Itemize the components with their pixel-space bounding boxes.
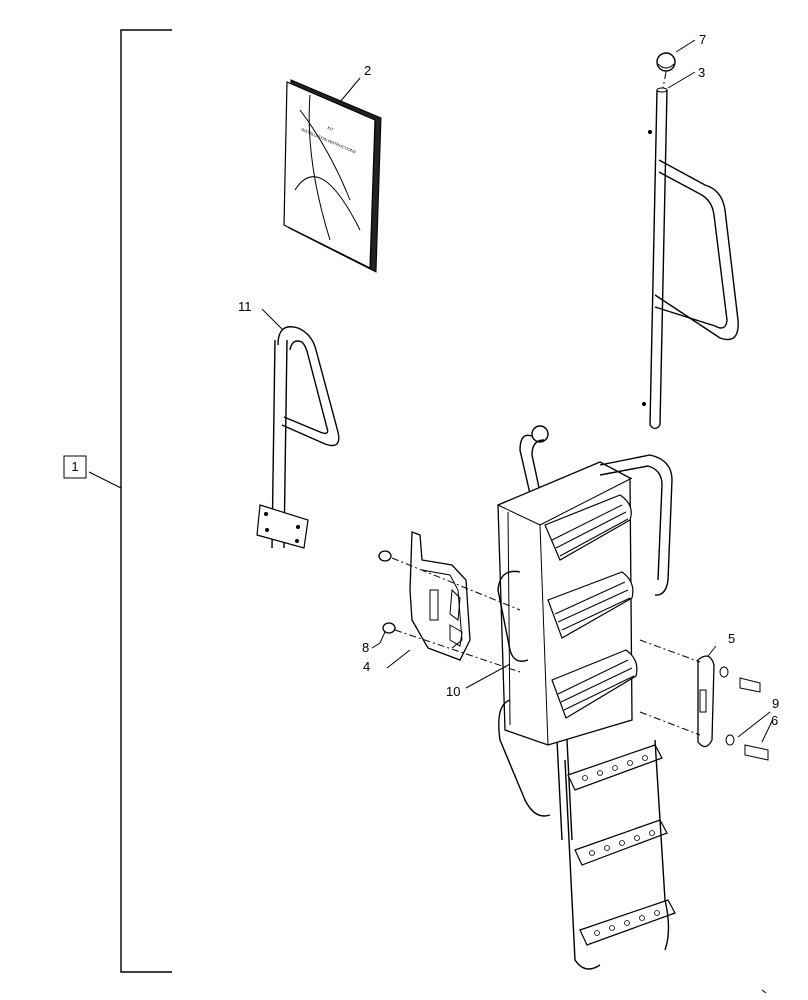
callout-5: 5 bbox=[728, 631, 735, 646]
ladder-assembly bbox=[497, 425, 676, 970]
callout-3: 3 bbox=[698, 65, 705, 80]
alignment-lines bbox=[391, 71, 701, 736]
mounting-bracket bbox=[378, 531, 471, 661]
bolt-upper bbox=[719, 666, 761, 693]
callout-4: 4 bbox=[363, 659, 370, 674]
callout-10: 10 bbox=[446, 684, 460, 699]
handrail-right bbox=[642, 52, 739, 430]
callout-8: 8 bbox=[362, 640, 369, 655]
bolt-lower bbox=[725, 734, 769, 761]
callout-7: 7 bbox=[699, 32, 706, 47]
instruction-booklet: KIT INSTALLATION INSTRUCTIONS bbox=[283, 79, 382, 273]
booklet-title-line1: KIT bbox=[327, 125, 335, 132]
callout-1: 1 bbox=[71, 459, 78, 474]
callout-9: 9 bbox=[772, 696, 779, 711]
leader-lines bbox=[261, 39, 773, 994]
callout-11: 11 bbox=[238, 299, 252, 314]
handrail-left bbox=[256, 326, 340, 549]
side-plate bbox=[697, 655, 715, 748]
callout-2: 2 bbox=[364, 63, 371, 78]
kit-bracket bbox=[63, 29, 172, 973]
callout-6: 6 bbox=[771, 713, 778, 728]
